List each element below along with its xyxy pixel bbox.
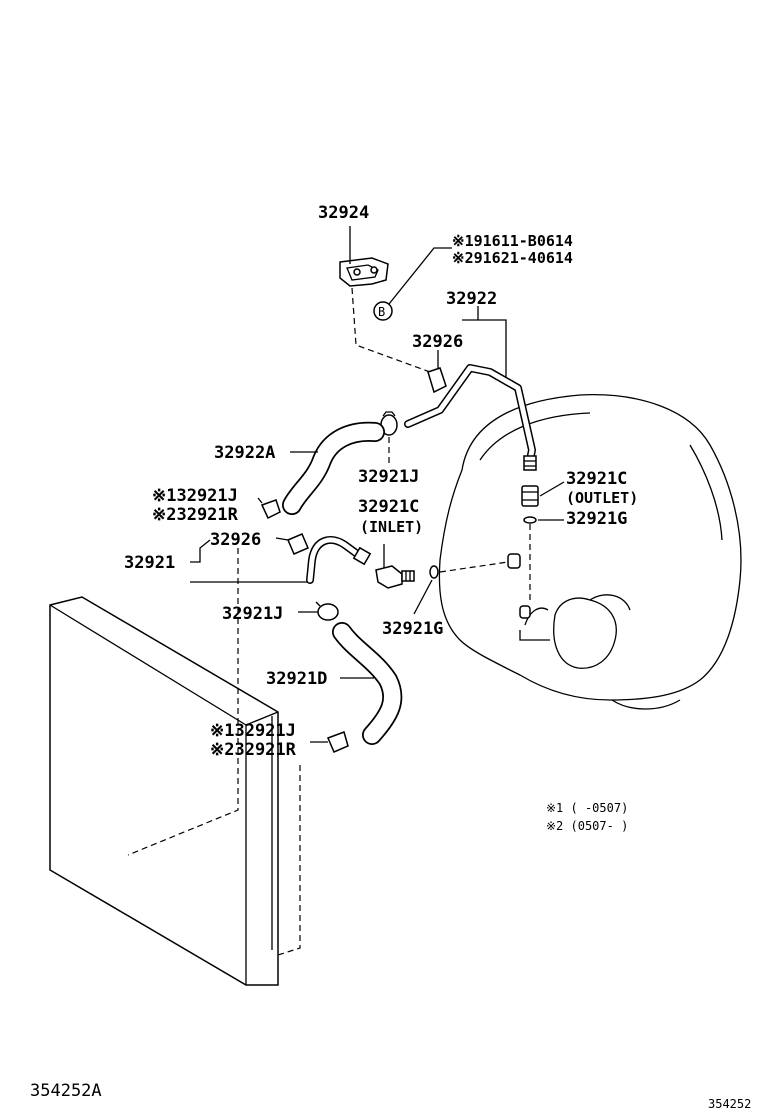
clamp-32921j-low: 32921J [222,601,339,624]
label-32926-low: 32926 [210,530,261,550]
legend-1: ※1 ( -0507) [546,801,628,815]
clamp-left-2: ※132921J ※232921R [210,721,349,760]
label-32926-top: 32926 [412,332,463,352]
bolt-callout: B ※191611-B0614 ※291621-40614 [373,232,573,321]
label-outlet-note: (OUTLET) [566,489,638,507]
label-32921g-right: 32921G [566,509,627,529]
pipe-32922: 32922 [404,289,537,471]
inlet-pipe: 32921 [124,536,372,584]
label-32921j-left2: ※132921J [210,721,296,741]
label-32922a: 32922A [214,443,275,463]
label-32921g-low: 32921G [382,619,443,639]
diagram-code: 354252A [30,1081,102,1101]
transmission [438,394,742,710]
label-32921r-left1: ※232921R [152,505,239,525]
label-32924: 32924 [318,203,369,223]
label-32921: 32921 [124,553,175,573]
label-32921j-low: 32921J [222,604,283,624]
bracket-32924: 32924 [318,203,389,287]
label-32922: 32922 [446,289,497,309]
sleeve-32926-top: 32926 [412,332,463,394]
radiator [49,548,301,986]
label-inlet-note: (INLET) [360,518,423,536]
label-32921j-left1: ※132921J [152,486,238,506]
label-32921c-outlet: 32921C [566,469,627,489]
label-32921c-inlet: 32921C [358,497,419,517]
outlet-union: 32921C (OUTLET) 32921G [521,469,638,604]
inlet-union: 32921C (INLET) 32921G [358,497,509,639]
label-32921j-mid: 32921J [358,467,419,487]
corner-code: 354252 [708,1097,751,1111]
hose-32921d: 32921D [266,622,403,745]
sleeve-32926-low: 32926 [210,530,309,555]
label-32921r-left2: ※232921R [210,740,297,760]
callout-b: B [378,305,385,319]
label-bolt-1: ※191611-B0614 [452,232,573,250]
label-32921d: 32921D [266,669,327,689]
clamp-left-1: ※132921J ※232921R [152,486,281,525]
label-bolt-2: ※291621-40614 [452,249,573,267]
clamp-32921j-mid: 32921J [358,411,419,487]
legend-2: ※2 (0507- ) [546,819,628,833]
hose-32922a: 32922A [214,421,385,515]
